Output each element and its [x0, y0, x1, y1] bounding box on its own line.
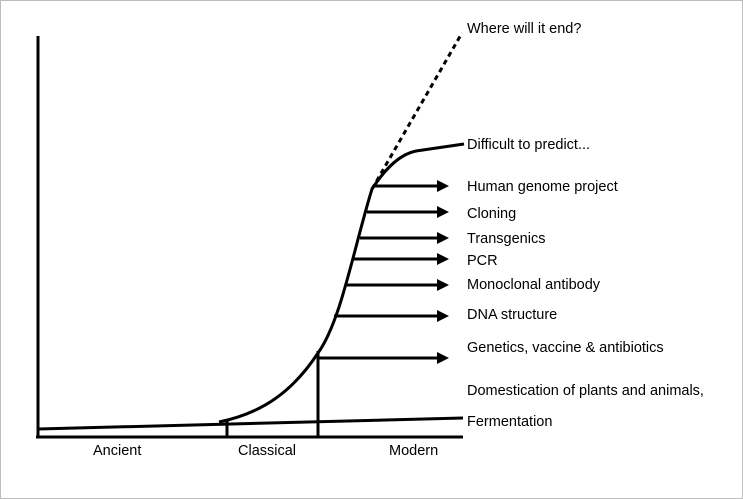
baseline-slow-growth-line — [37, 416, 464, 431]
arrowhead-human-genome — [437, 180, 449, 192]
era-classical: Classical — [238, 443, 297, 459]
arrowhead-monoclonal — [437, 279, 449, 291]
label-domestication: Domestication of plants and animals, — [467, 383, 704, 399]
label-difficult-to-predict: Difficult to predict... — [467, 137, 591, 153]
arrowhead-dna-structure — [437, 310, 449, 322]
label-fermentation: Fermentation — [467, 414, 553, 430]
label-genetics-vaccine-antibiotics: Genetics, vaccine & antibiotics — [467, 340, 664, 356]
label-transgenics: Transgenics — [467, 231, 546, 247]
label-where-will-it-end: Where will it end? — [467, 21, 582, 37]
growth-s-curve — [218, 142, 465, 424]
arrowhead-transgenics — [437, 232, 449, 244]
era-modern: Modern — [389, 443, 439, 459]
era-ancient: Ancient — [93, 443, 142, 459]
label-monoclonal-antibody: Monoclonal antibody — [467, 277, 601, 293]
arrowhead-genetics — [437, 352, 449, 364]
arrowhead-cloning — [437, 206, 449, 218]
projection-dotted-line — [370, 32, 464, 190]
label-dna-structure: DNA structure — [467, 307, 558, 323]
label-cloning: Cloning — [467, 206, 517, 222]
label-human-genome-project: Human genome project — [467, 179, 618, 195]
label-pcr: PCR — [467, 253, 498, 269]
milestone-arrows — [318, 180, 449, 364]
arrowhead-pcr — [437, 253, 449, 265]
